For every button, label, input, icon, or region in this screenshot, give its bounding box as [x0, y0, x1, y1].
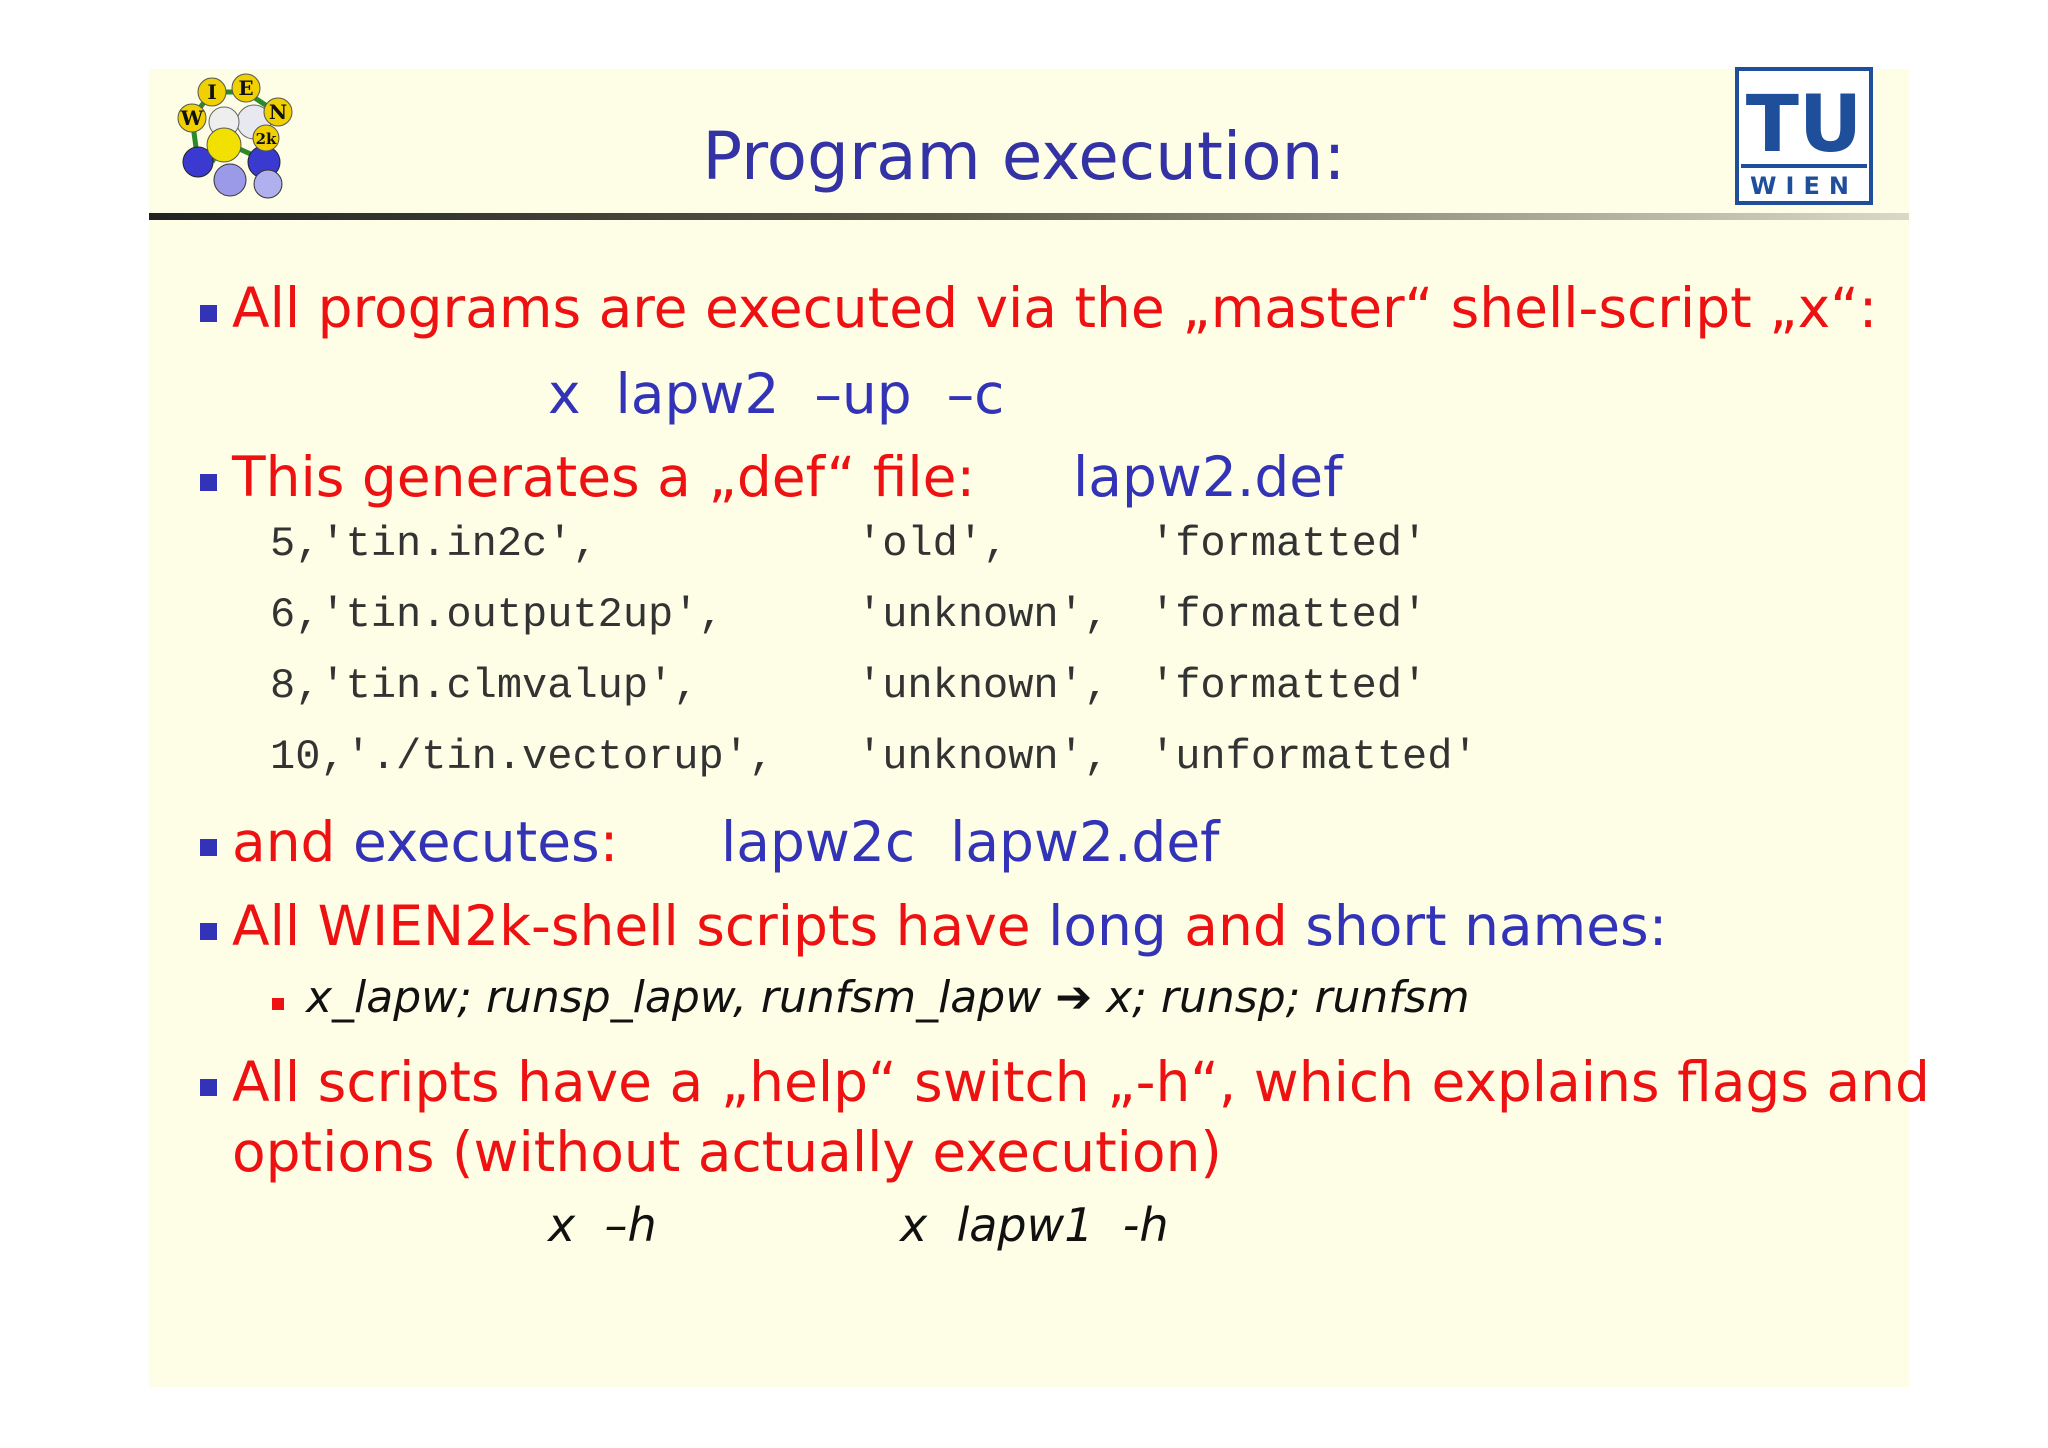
command-lapw2c: lapw2c lapw2.def	[721, 810, 1220, 874]
code-line: 5,'tin.in2c',	[270, 520, 598, 568]
code-line: 'unknown',	[857, 591, 1110, 639]
example-help-x: x –h	[548, 1198, 657, 1252]
command-x-lapw2: x lapw2 –up –c	[548, 362, 1005, 426]
bullet-text-help-switch-cont: options (without actually execution)	[232, 1120, 1222, 1184]
svg-text:2k: 2k	[256, 130, 277, 148]
bullet-icon	[200, 474, 217, 491]
code-line: 'formatted'	[1150, 662, 1428, 710]
svg-text:W: W	[180, 106, 204, 130]
page-title: Program execution:	[702, 118, 1346, 195]
bullet-text-master-script: All programs are executed via the „maste…	[232, 276, 1878, 340]
bullet-text-def-file: This generates a „def“ file:	[232, 445, 975, 509]
def-file-name: lapw2.def	[1073, 445, 1343, 509]
svg-text:E: E	[238, 76, 253, 100]
code-line: 'old',	[857, 520, 1009, 568]
code-line: 'unknown',	[857, 733, 1110, 781]
code-line: 6,'tin.output2up',	[270, 591, 724, 639]
svg-text:TU: TU	[1746, 80, 1863, 170]
code-line: 'formatted'	[1150, 520, 1428, 568]
slide-background	[149, 69, 1909, 1387]
sub-bullet-script-names: x_lapw; runsp_lapw, runfsm_lapw ➔ x; run…	[306, 972, 1470, 1023]
example-help-lapw1: x lapw1 -h	[900, 1198, 1169, 1252]
code-line: 'unformatted'	[1150, 733, 1478, 781]
code-line: 10,'./tin.vectorup',	[270, 733, 775, 781]
code-line: 'formatted'	[1150, 591, 1428, 639]
svg-text:I: I	[207, 80, 216, 104]
code-line: 8,'tin.clmvalup',	[270, 662, 699, 710]
code-line: 'unknown',	[857, 662, 1110, 710]
title-divider	[149, 213, 1909, 220]
bullet-icon	[200, 305, 217, 322]
arrow-right-icon: ➔	[1055, 972, 1093, 1023]
bullet-icon	[200, 923, 217, 940]
svg-text:N: N	[269, 100, 287, 124]
bullet-icon	[200, 1079, 217, 1096]
bullet-text-script-names: All WIEN2k-shell scripts have long and s…	[232, 894, 1668, 958]
svg-text:WIEN: WIEN	[1750, 172, 1858, 200]
bullet-icon	[200, 839, 217, 856]
bullet-text-executes: and executes:	[232, 810, 619, 874]
tu-wien-logo-icon: TU WIEN	[1735, 67, 1873, 205]
sub-bullet-icon	[272, 998, 284, 1010]
wien2k-logo-icon: I E W N 2k	[177, 73, 293, 199]
bullet-text-help-switch: All scripts have a „help“ switch „-h“, w…	[232, 1050, 1930, 1114]
